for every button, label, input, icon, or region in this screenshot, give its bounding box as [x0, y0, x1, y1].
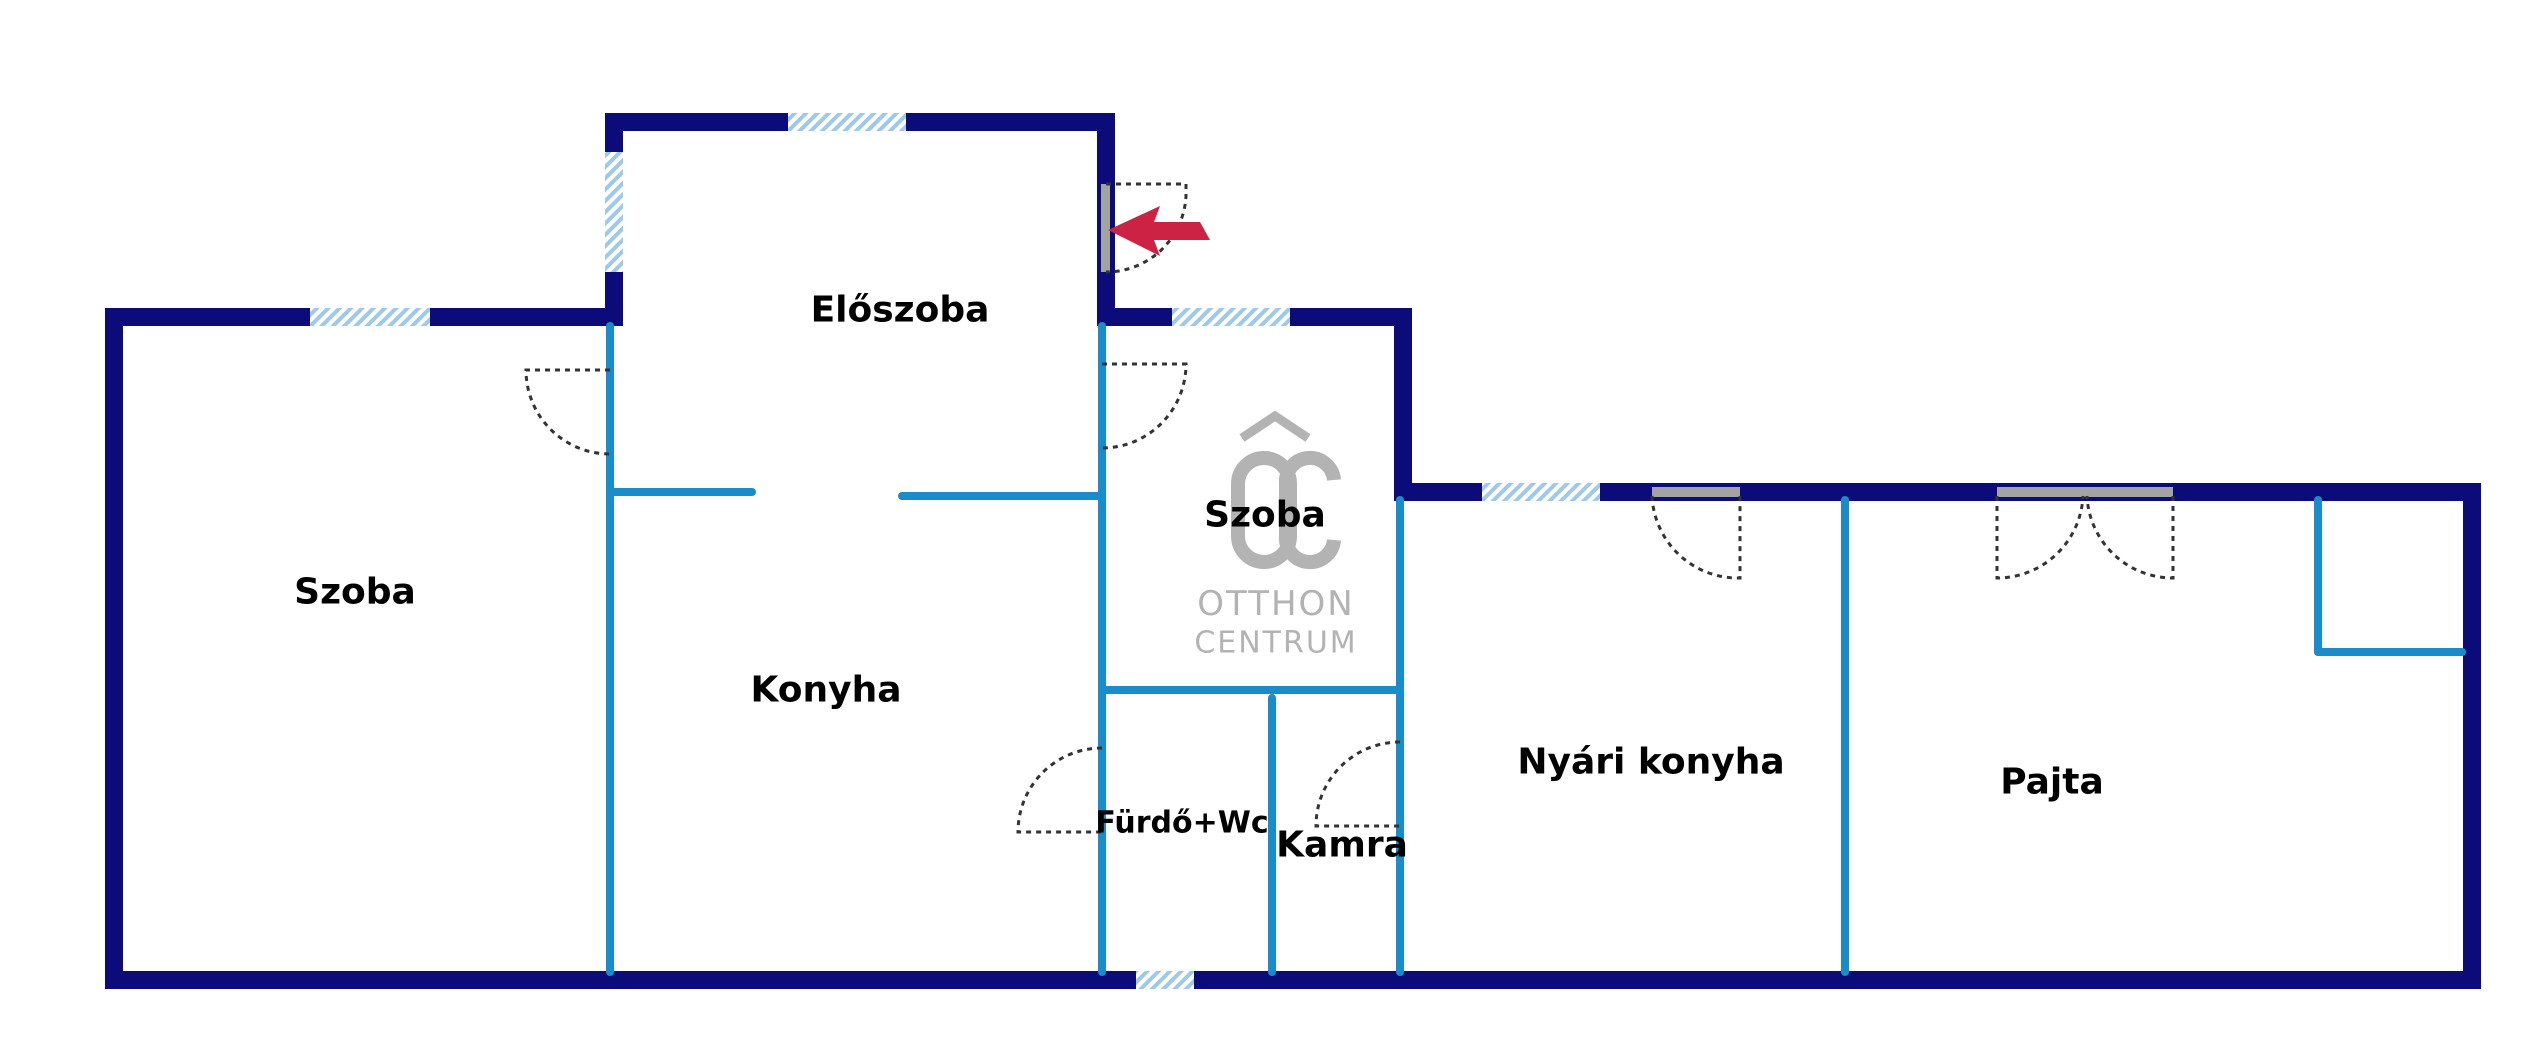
window-szoba-small-top	[1172, 308, 1290, 326]
door-swing-nyari	[1650, 495, 1742, 580]
lintel-entrance	[1101, 184, 1110, 272]
otthon-centrum-logo-icon	[1231, 410, 1341, 570]
logo-line-centrum: CENTRUM	[1194, 625, 1358, 661]
room-label-szoba-small: Szoba	[1204, 494, 1326, 536]
room-label-konyha: Konyha	[750, 669, 902, 711]
lintel-pajta	[1997, 487, 2173, 497]
window-eloszoba-left	[605, 152, 623, 272]
window-bottom	[1136, 971, 1194, 989]
door-swing-szoba-left	[524, 368, 611, 456]
window-eloszoba-top	[788, 113, 906, 131]
door-swing-szoba-small	[1101, 362, 1188, 450]
door-lintels	[1101, 184, 2173, 497]
room-label-eloszoba: Előszoba	[810, 289, 990, 331]
logo-hat	[1239, 410, 1311, 442]
lintel-nyari	[1652, 487, 1740, 497]
room-label-kamra: Kamra	[1276, 824, 1408, 866]
window-nyari-top	[1482, 483, 1600, 501]
inner-walls	[606, 322, 2466, 976]
room-label-pajta: Pajta	[2000, 761, 2104, 803]
door-swing-pajta-right	[2085, 495, 2175, 580]
window-szoba-top	[310, 308, 430, 326]
door-swing-furdo	[1016, 746, 1103, 834]
logo-letter-c	[1278, 450, 1341, 570]
logo-line-otthon: OTTHON	[1197, 584, 1355, 624]
room-label-nyari-konyha: Nyári konyha	[1517, 741, 1785, 783]
door-swing-pajta-left	[1995, 495, 2085, 580]
door-swings	[524, 182, 2175, 834]
door-swing-kamra	[1314, 740, 1401, 828]
room-label-furdo-wc: Fürdő+Wc	[1095, 805, 1269, 841]
entrance-arrow-icon	[1108, 206, 1210, 256]
windows	[310, 113, 1600, 989]
room-label-szoba-left: Szoba	[294, 571, 416, 613]
